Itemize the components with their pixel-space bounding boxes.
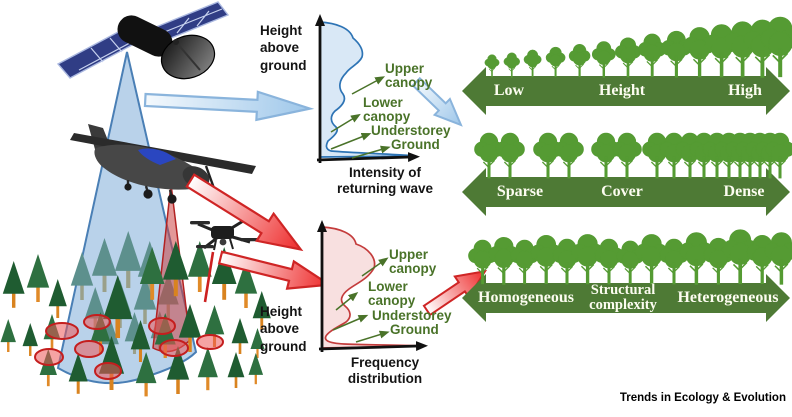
gradient-label-high: High: [728, 82, 762, 99]
flow-arrow-airplane-to-chart: [185, 173, 304, 252]
satellite-icon: [56, 1, 230, 80]
lidar-footprint: [196, 334, 224, 350]
gradient-label-height: Height: [598, 82, 646, 99]
flow-arrow-drone-to-chart: [217, 250, 333, 290]
bottom-annotation-lower-canopy: Lower canopy: [368, 279, 416, 308]
x-axis: [318, 341, 428, 352]
bottom-annotation-ground: Ground: [390, 322, 439, 337]
lidar-footprint: [34, 348, 64, 366]
top-annotation-ground: Ground: [391, 137, 440, 152]
gradient-label-heterogeneous: Heterogeneous: [677, 289, 779, 306]
top-annotation-upper-canopy: Upper canopy: [385, 61, 433, 90]
bottom-annotation-understorey: Understorey: [372, 308, 452, 323]
gradient-label-dense: Dense: [723, 183, 765, 200]
tree-row-complexity: [467, 229, 792, 286]
flow-arrow-chart-to-panels-blue: [411, 76, 463, 127]
gradient-label-sparse: Sparse: [496, 183, 544, 200]
gradient-label-low: Low: [493, 82, 525, 99]
lidar-footprint: [148, 317, 176, 335]
waveform-chart-bottom: [317, 220, 428, 352]
journal-name: Trends in Ecology & Evolution: [619, 392, 786, 404]
gradient-bar-height: [462, 67, 790, 115]
bottom-chart-y-axis-label: Height above ground: [260, 304, 307, 354]
gradient-bar-complexity: [462, 274, 790, 322]
lidar-footprint: [83, 314, 111, 330]
gradient-label-structural-complexity: Structural complexity: [589, 282, 657, 313]
x-axis: [316, 152, 420, 163]
bottom-chart-x-axis-label: Frequency distribution: [347, 355, 423, 386]
airplane-icon: [70, 124, 256, 204]
tree-row-cover: [473, 132, 792, 179]
top-chart-x-axis-label: Intensity of returning wave: [336, 165, 434, 196]
tree-row-height: [484, 16, 792, 79]
top-chart-y-axis-label: Height above ground: [260, 23, 307, 73]
gradient-label-cover: Cover: [601, 183, 643, 200]
gradient-bar-cover: [462, 168, 790, 216]
lidar-footprint: [94, 362, 122, 380]
lidar-footprint: [159, 339, 189, 357]
lidar-footprint: [74, 340, 104, 358]
bottom-annotation-upper-canopy: Upper canopy: [389, 247, 437, 276]
lidar-footprints: [34, 314, 224, 380]
drone-laser: [203, 251, 215, 303]
top-annotation-lower-canopy: Lower canopy: [363, 95, 411, 124]
waveform-chart-top: [315, 14, 420, 163]
lidar-footprint: [45, 322, 79, 340]
top-annotation-understorey: Understorey: [371, 123, 451, 138]
flow-arrow-satellite-to-chart: [143, 90, 315, 122]
gradient-label-homogeneous: Homogeneous: [478, 289, 574, 306]
